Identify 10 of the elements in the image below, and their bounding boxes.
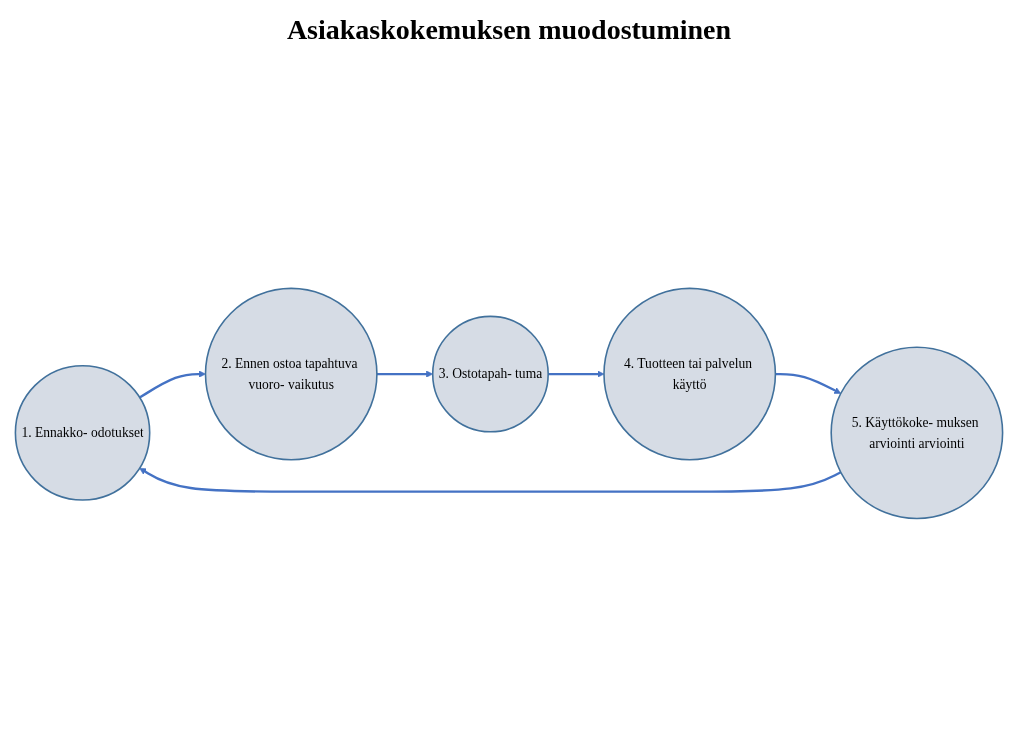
node-circle: 4. Tuotteen tai palvelun käyttö [603, 287, 777, 461]
node-circle: 2. Ennen ostoa tapahtuva vuoro- vaikutus [204, 287, 378, 461]
diagram-title: Asiakaskokemuksen muodostuminen [286, 14, 732, 46]
node-circle: 5. Käyttökoke- muksen arviointi arviointi [830, 346, 1004, 520]
arrow [775, 372, 842, 394]
arrow [548, 370, 605, 378]
arrow [139, 370, 206, 399]
node-circle: 1. Ennakko- odotukset [14, 364, 151, 501]
arrow [139, 467, 842, 493]
node-circle: 3. Ostotapah- tuma [431, 315, 549, 433]
